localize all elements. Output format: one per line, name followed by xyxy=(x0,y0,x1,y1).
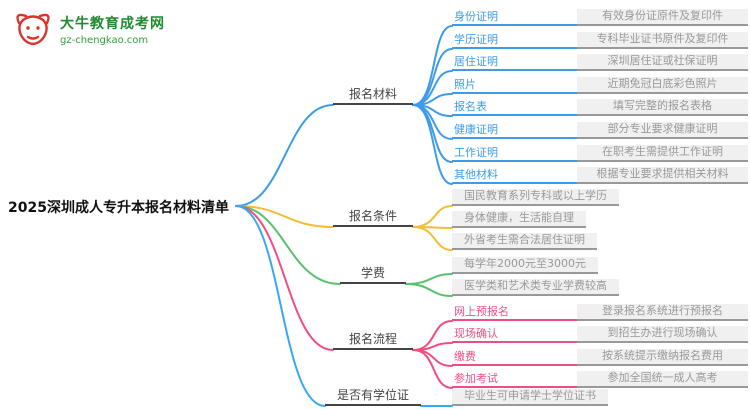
list-item: 学历证明 专科毕业证书原件及复印件 xyxy=(452,32,748,49)
item-curve xyxy=(412,25,453,106)
list-item: 网上预报名 登录报名系统进行预报名 xyxy=(452,304,748,321)
item-curve xyxy=(405,283,453,297)
item-desc: 深圳居住证或社保证明 xyxy=(577,54,748,71)
site-logo: 大牛教育成考网 gz-chengkao.com xyxy=(12,8,165,50)
item-desc: 填写完整的报名表格 xyxy=(577,99,748,116)
list-item: 每学年2000元至3000元 xyxy=(452,257,598,274)
list-item: 国民教育系列专科或以上学历 xyxy=(452,189,619,206)
list-item: 居住证明 深圳居住证或社保证明 xyxy=(452,54,748,71)
item-label: 缴费 xyxy=(452,349,577,366)
item-curve xyxy=(412,226,453,251)
item-label: 居住证明 xyxy=(452,54,577,71)
item-label: 参加考试 xyxy=(452,371,577,388)
item-label: 网上预报名 xyxy=(452,304,577,321)
item-desc: 有效身份证原件及复印件 xyxy=(577,9,748,26)
item-desc: 参加全国统一成人高考 xyxy=(577,371,748,388)
item-label: 身份证明 xyxy=(452,9,577,26)
item-desc: 部分专业要求健康证明 xyxy=(577,122,748,139)
list-item: 缴费 按系统提示缴纳报名费用 xyxy=(452,349,748,366)
item-desc: 根据专业要求提供相关材料 xyxy=(577,167,748,184)
item-desc: 到招生办进行现场确认 xyxy=(577,326,748,343)
list-item: 健康证明 部分专业要求健康证明 xyxy=(452,122,748,139)
item-desc: 登录报名系统进行预报名 xyxy=(577,304,748,321)
root-branch-curve xyxy=(235,205,334,228)
mindmap-root-title: 2025深圳成人专升本报名材料清单 xyxy=(8,200,229,216)
list-item: 报名表 填写完整的报名表格 xyxy=(452,99,748,116)
list-item: 照片 近期免冠白底彩色照片 xyxy=(452,77,748,94)
item-label: 其他材料 xyxy=(452,167,577,184)
item-curve xyxy=(412,205,453,228)
item-label: 报名表 xyxy=(452,99,577,116)
item-curve xyxy=(412,104,453,185)
item-curve xyxy=(405,273,453,285)
item-label: 现场确认 xyxy=(452,326,577,343)
list-item: 身份证明 有效身份证原件及复印件 xyxy=(452,9,748,26)
list-item: 工作证明 在职考生需提供工作证明 xyxy=(452,145,748,162)
root-branch-curve xyxy=(235,205,334,351)
root-branch-curve xyxy=(235,205,341,285)
root-branch-curve xyxy=(235,205,326,407)
item-curve xyxy=(412,48,453,106)
item-label: 工作证明 xyxy=(452,145,577,162)
list-item: 其他材料 根据专业要求提供相关材料 xyxy=(452,167,748,184)
branch-degree-certificate: 是否有学位证 xyxy=(325,387,421,406)
item-curve xyxy=(412,342,453,351)
item-label: 学历证明 xyxy=(452,32,577,49)
site-url: gz-chengkao.com xyxy=(60,34,149,46)
list-item: 医学类和艺术类专业学费较高 xyxy=(452,279,619,296)
bull-logo-icon xyxy=(16,13,50,46)
item-curve xyxy=(412,320,453,351)
item-desc: 按系统提示缴纳报名费用 xyxy=(577,349,748,366)
root-branch-curve xyxy=(235,104,334,207)
site-name: 大牛教育成考网 xyxy=(60,15,165,32)
item-curve xyxy=(412,349,453,367)
branch-registration-conditions: 报名条件 xyxy=(333,208,413,227)
list-item: 参加考试 参加全国统一成人高考 xyxy=(452,371,748,388)
item-curve xyxy=(412,104,453,163)
item-label: 健康证明 xyxy=(452,122,577,139)
list-item: 现场确认 到招生办进行现场确认 xyxy=(452,326,748,343)
list-item: 外省考生需合法居住证明 xyxy=(452,233,597,250)
item-desc: 近期免冠白底彩色照片 xyxy=(577,77,748,94)
branch-registration-process: 报名流程 xyxy=(333,331,413,350)
branch-registration-materials: 报名材料 xyxy=(333,86,413,105)
item-label: 照片 xyxy=(452,77,577,94)
item-desc: 专科毕业证书原件及复印件 xyxy=(577,32,748,49)
item-curve xyxy=(412,349,453,389)
logo-text: 大牛教育成考网 gz-chengkao.com xyxy=(60,13,165,46)
list-item: 身体健康，生活能自理 xyxy=(452,211,586,228)
list-item: 毕业生可申请学士学位证书 xyxy=(452,389,608,406)
item-desc: 在职考生需提供工作证明 xyxy=(577,145,748,162)
branch-tuition: 学费 xyxy=(340,265,406,284)
